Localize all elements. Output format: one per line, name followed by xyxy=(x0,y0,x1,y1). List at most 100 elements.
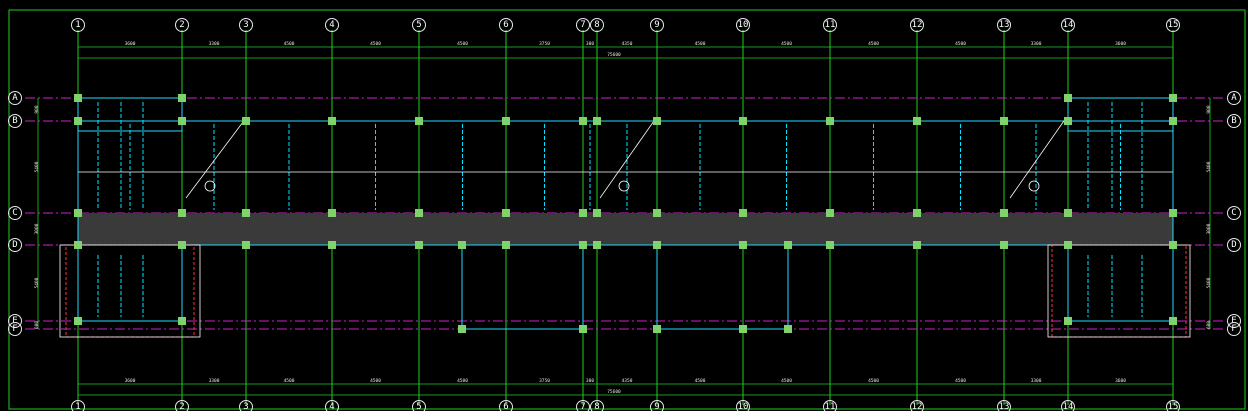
column xyxy=(593,117,601,125)
axis-bubble-6 xyxy=(499,400,513,411)
axis-bubble-F xyxy=(8,322,22,336)
column xyxy=(74,317,82,325)
axis-label-4: 4 xyxy=(329,20,334,30)
axis-label-15: 15 xyxy=(1168,20,1179,30)
axis-label-7: 7 xyxy=(580,20,585,30)
stair-diagonal xyxy=(599,117,657,199)
column xyxy=(502,209,510,217)
column xyxy=(458,241,466,249)
stair-block-left xyxy=(461,244,584,330)
column xyxy=(739,117,747,125)
column xyxy=(1064,94,1072,102)
column xyxy=(415,241,423,249)
axis-label-10: 10 xyxy=(738,402,749,411)
axis-label-8: 8 xyxy=(594,402,599,411)
axis-label-E: E xyxy=(1231,316,1236,326)
column xyxy=(502,241,510,249)
column xyxy=(242,117,250,125)
axis-bubble-13 xyxy=(997,18,1011,32)
detail-marker xyxy=(204,180,216,192)
column xyxy=(1064,317,1072,325)
dim-side-label: 600 xyxy=(1206,321,1212,329)
column xyxy=(1169,94,1177,102)
dim-label: 3600 xyxy=(125,378,136,384)
column xyxy=(328,241,336,249)
axis-bubble-C xyxy=(8,206,22,220)
axis-bubble-D xyxy=(1227,238,1241,252)
dim-label: 4350 xyxy=(622,378,633,384)
axis-bubble-3 xyxy=(239,400,253,411)
dim-label: 4500 xyxy=(457,378,468,384)
column xyxy=(653,325,661,333)
column xyxy=(739,209,747,217)
column xyxy=(913,117,921,125)
axis-bubble-9 xyxy=(650,18,664,32)
dim-label: 3750 xyxy=(539,41,550,47)
stair-block-right xyxy=(656,244,789,330)
axis-label-6: 6 xyxy=(503,402,508,411)
canopy-outline-left xyxy=(59,244,201,338)
column xyxy=(739,241,747,249)
axis-label-4: 4 xyxy=(329,402,334,411)
dim-label: 3300 xyxy=(1031,378,1042,384)
axis-bubble-5 xyxy=(412,400,426,411)
stair-diagonal xyxy=(1009,117,1067,199)
axis-bubble-8 xyxy=(590,400,604,411)
canopy-outline-right xyxy=(1047,244,1191,338)
axis-bubble-6 xyxy=(499,18,513,32)
axis-bubble-D xyxy=(8,238,22,252)
axis-label-12: 12 xyxy=(912,402,923,411)
dim-label: 4500 xyxy=(955,378,966,384)
axis-bubble-4 xyxy=(325,400,339,411)
axis-bubble-10 xyxy=(736,18,750,32)
south-wing-right xyxy=(1067,244,1174,322)
detail-marker xyxy=(1028,180,1040,192)
column xyxy=(593,209,601,217)
column xyxy=(653,209,661,217)
dim-label: 4500 xyxy=(781,41,792,47)
axis-bubble-A xyxy=(8,91,22,105)
axis-bubble-3 xyxy=(239,18,253,32)
axis-label-A: A xyxy=(1231,93,1237,103)
axis-label-14: 14 xyxy=(1063,402,1074,411)
axis-label-13: 13 xyxy=(999,20,1010,30)
axis-bubble-B xyxy=(1227,114,1241,128)
axis-bubble-E xyxy=(8,314,22,328)
axis-label-6: 6 xyxy=(503,20,508,30)
axis-bubble-9 xyxy=(650,400,664,411)
column xyxy=(178,209,186,217)
axis-bubble-1 xyxy=(71,18,85,32)
axis-label-2: 2 xyxy=(179,402,184,411)
column xyxy=(328,117,336,125)
column xyxy=(1000,209,1008,217)
stair-diagonal xyxy=(185,117,247,199)
column xyxy=(178,117,186,125)
axis-label-B: B xyxy=(1231,116,1236,126)
axis-bubble-7 xyxy=(576,18,590,32)
column xyxy=(74,209,82,217)
column xyxy=(415,117,423,125)
column xyxy=(1169,241,1177,249)
column xyxy=(178,94,186,102)
column xyxy=(784,241,792,249)
dim-label: 3750 xyxy=(539,378,550,384)
axis-bubble-F xyxy=(1227,322,1241,336)
axis-label-F: F xyxy=(12,324,17,334)
dim-label: 3300 xyxy=(209,378,220,384)
axis-label-C: C xyxy=(12,208,17,218)
columns xyxy=(74,94,1177,333)
column xyxy=(739,325,747,333)
axis-bubble-5 xyxy=(412,18,426,32)
axis-bubble-11 xyxy=(823,400,837,411)
dim-side-label: 5400 xyxy=(1206,277,1212,288)
dim-label: 4500 xyxy=(955,41,966,47)
dim-label: 4350 xyxy=(622,41,633,47)
column xyxy=(1169,209,1177,217)
dim-side-label: 5400 xyxy=(1206,161,1212,172)
axis-bubble-E xyxy=(1227,314,1241,328)
dim-side-label: 900 xyxy=(34,105,40,113)
axis-bubble-C xyxy=(1227,206,1241,220)
column xyxy=(74,94,82,102)
